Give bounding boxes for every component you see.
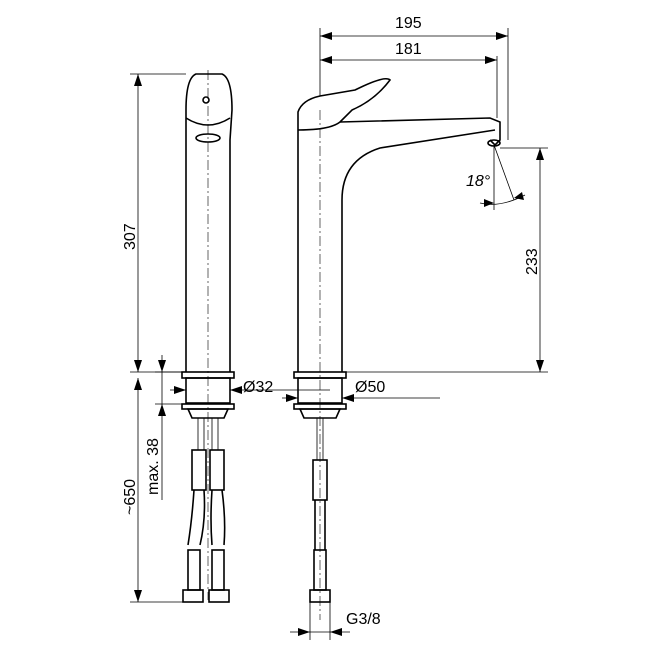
dim-181: 181 bbox=[395, 41, 422, 58]
dim-max-38: max. 38 bbox=[145, 438, 162, 495]
dim-307: 307 bbox=[122, 223, 139, 250]
dim-d32: Ø32 bbox=[243, 379, 273, 396]
dim-d50: Ø50 bbox=[355, 379, 385, 396]
dim-angle: 18° bbox=[466, 173, 491, 190]
dim-g38: G3/8 bbox=[346, 611, 381, 628]
dim-650: ~650 bbox=[122, 479, 139, 515]
dim-195: 195 bbox=[395, 15, 422, 32]
dim-233: 233 bbox=[524, 248, 541, 275]
dimension-lines bbox=[130, 28, 548, 640]
side-view bbox=[181, 70, 235, 603]
front-view bbox=[293, 77, 501, 620]
